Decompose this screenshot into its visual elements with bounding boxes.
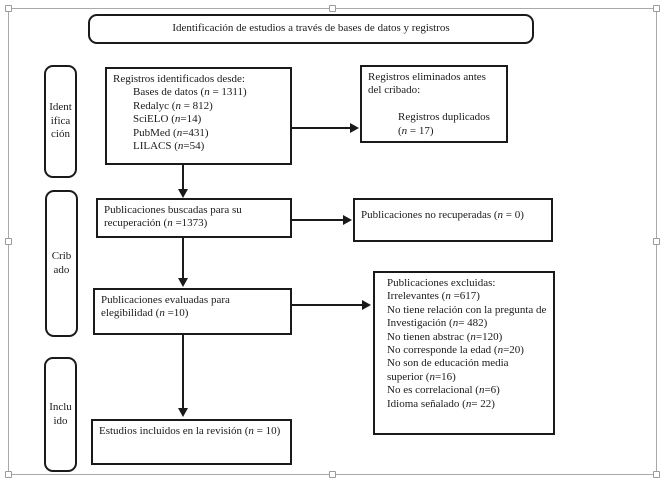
box-publications-assessed: Publicaciones evaluadas para elegibilida… [93,288,292,335]
resize-handle-middle-left[interactable] [5,237,12,245]
box-publications-sought: Publicaciones buscadas para su recuperac… [96,198,292,238]
box-text-line: LILACS (n=54) [133,140,205,153]
stage-label-text: Identificación [49,100,72,141]
box-text-line: Registros eliminados antes del cribado: [368,71,489,97]
selection-frame [5,5,660,478]
box-text-line: Publicaciones excluidas: [387,277,496,289]
resize-handle-top-middle[interactable] [328,5,336,12]
box-text-line: Publicaciones buscadas para su recuperac… [104,204,245,230]
arrow-sought-to-not-retrieved [292,215,352,225]
stage-label-included: Incluido [44,357,77,472]
diagram-title: Identificación de estudios a través de b… [172,22,450,35]
arrow-sought-to-assessed [178,238,188,287]
arrow-identified-to-removed [292,123,359,133]
box-text-line: No son de educación media superior (n=16… [387,357,512,383]
box-records-identified: Registros identificados desde:Bases de d… [105,67,292,165]
box-publications-excluded: Publicaciones excluidas:Irrelevantes (n … [373,271,555,435]
box-text-line: Redalyc (n = 812) [133,99,213,112]
box-publications-not-retrieved: Publicaciones no recuperadas (n = 0) [353,198,553,242]
stage-label-screening: Cribado [45,190,78,337]
box-text-line: No tiene relación con la pregunta de Inv… [387,303,550,330]
stage-label-text: Cribado [51,249,72,276]
box-text-line: Registros duplicados (n = 17) [398,111,493,137]
box-text-line: Publicaciones evaluadas para elegibilida… [101,294,233,320]
stage-label-identification: Identificación [44,65,77,178]
arrow-assessed-to-excluded [292,300,371,310]
box-text-line: SciELO (n=14) [133,113,202,126]
box-text-line: Bases de datos (n = 1311) [133,86,247,99]
box-text-line: Publicaciones no recuperadas (n = 0) [361,209,524,221]
arrow-identified-to-sought [178,165,188,198]
resize-handle-bottom-middle[interactable] [328,471,336,478]
diagram-title-box: Identificación de estudios a través de b… [88,14,534,44]
box-records-removed: Registros eliminados antes del cribado: … [360,65,508,143]
box-text-line: No tienen abstrac (n=120) [387,330,503,343]
box-text-line: Irrelevantes (n =617) [387,290,480,303]
box-text-line: Idioma señalado (n= 22) [387,397,495,410]
box-text-line: Registros identificados desde: [113,73,245,85]
resize-handle-top-left[interactable] [5,5,12,12]
resize-handle-bottom-left[interactable] [5,471,12,478]
box-text-line: PubMed (n=431) [133,126,209,139]
box-text-line [368,98,500,111]
box-text-line: Estudios incluidos en la revisión (n = 1… [99,425,281,437]
box-text-line: No corresponde la edad (n=20) [387,344,524,357]
resize-handle-bottom-right[interactable] [653,471,660,478]
resize-handle-middle-right[interactable] [653,237,660,245]
stage-label-text: Incluido [49,400,72,427]
arrow-assessed-to-included [178,335,188,417]
resize-handle-top-right[interactable] [653,5,660,12]
box-studies-included: Estudios incluidos en la revisión (n = 1… [91,419,292,465]
box-text-line: No es correlacional (n=6) [387,384,500,397]
